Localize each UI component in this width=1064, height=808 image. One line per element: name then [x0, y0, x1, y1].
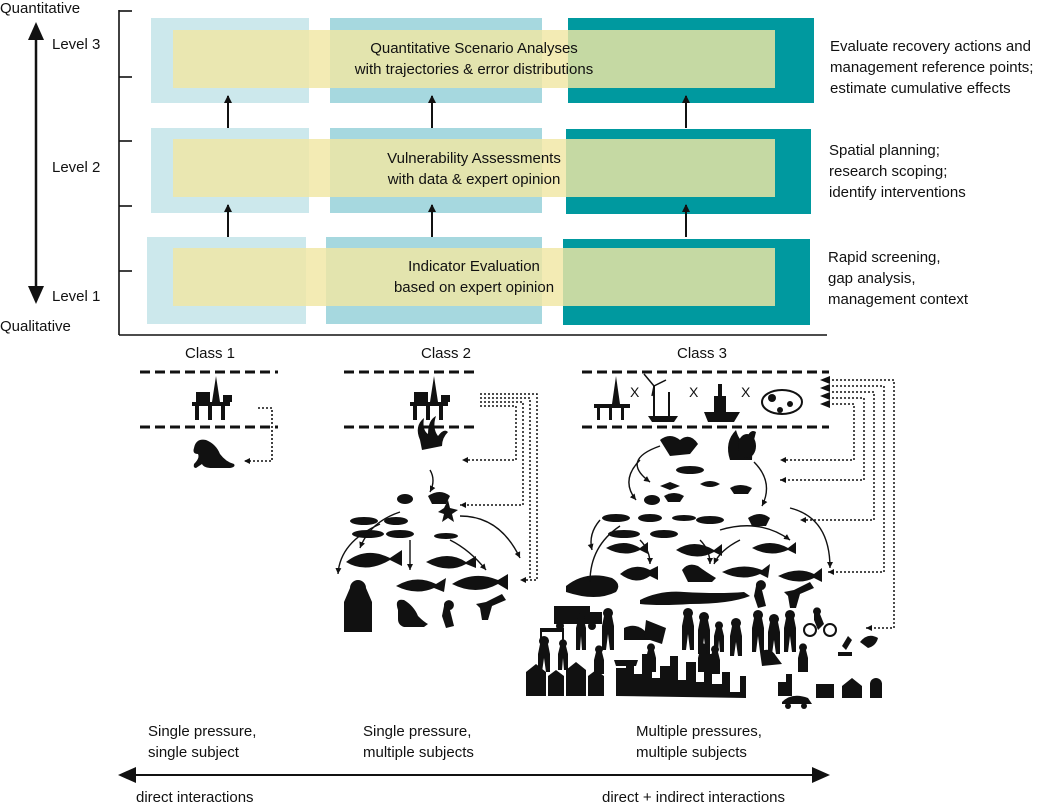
class2-pressure-arrows [460, 393, 538, 583]
interaction-axis-arrow [118, 767, 830, 783]
axis-top-label: Quantitative [0, 0, 81, 17]
level2-purpose-line: identify interventions [829, 184, 966, 201]
class3-description: Multiple pressures, multiple subjects [636, 721, 762, 763]
level-2-label: Level 2 [52, 159, 101, 176]
level1-title-line2: based on expert opinion [393, 279, 555, 296]
indirect-interactions-label: direct + indirect interactions [602, 789, 786, 806]
level3-purpose-line: estimate cumulative effects [830, 80, 1011, 97]
oil-platform-icon [192, 376, 232, 420]
pressure-separator-x: X [630, 384, 640, 400]
level3-purpose-line: Evaluate recovery actions and [830, 38, 1031, 55]
class3-pressure-arrows [780, 379, 895, 631]
class2-description-line2: multiple subjects [363, 744, 474, 761]
level3-title-line1: Quantitative Scenario Analyses [370, 40, 578, 57]
level3-purpose-line: management reference points; [830, 59, 1034, 76]
level1-purpose-line: gap analysis, [828, 270, 916, 287]
class3-header: Class 3 [676, 345, 728, 362]
class3-pressure-icons [594, 373, 803, 422]
class3-food-web-icons [566, 430, 822, 608]
class3-description-line1: Multiple pressures, [636, 723, 762, 740]
level2-title-line1: Vulnerability Assessments [387, 150, 561, 167]
class1-description: Single pressure, single subject [148, 721, 256, 763]
class1-description-line2: single subject [148, 744, 239, 761]
seal-icon [193, 439, 235, 468]
level1-purpose-line: Rapid screening, [828, 249, 941, 266]
class-dashed-lines [140, 370, 829, 429]
level3-title-line2: with trajectories & error distributions [354, 61, 594, 78]
level3-purpose: Evaluate recovery actions and management… [830, 36, 1033, 99]
pressure-separator-x: X [689, 384, 699, 400]
level3-title: Quantitative Scenario Analyses with traj… [173, 38, 775, 80]
class3-food-web-arrows [587, 445, 833, 583]
axis-bottom-label: Qualitative [0, 318, 71, 335]
level-frame [118, 10, 827, 336]
class3-pressure-arrowheads [820, 376, 830, 408]
class2-description-line1: Single pressure, [363, 723, 472, 740]
level2-purpose-line: research scoping; [829, 163, 948, 180]
direct-interactions-label: direct interactions [136, 789, 254, 806]
level1-purpose: Rapid screening, gap analysis, managemen… [828, 247, 968, 310]
class2-oil-platform-icon [410, 376, 450, 420]
class2-food-web-icon [344, 416, 508, 632]
level2-band [173, 139, 775, 197]
level-3-label: Level 3 [52, 36, 101, 53]
class1-interaction-arrow [244, 407, 273, 464]
level-up-arrows [224, 95, 690, 237]
class3-human-icons [526, 606, 882, 709]
level-1-label: Level 1 [52, 288, 101, 305]
level1-title-line1: Indicator Evaluation [408, 258, 540, 275]
pressure-separator-x: X [741, 384, 751, 400]
class1-header: Class 1 [184, 345, 236, 362]
level2-purpose: Spatial planning; research scoping; iden… [829, 140, 966, 203]
level2-title: Vulnerability Assessments with data & ex… [173, 148, 775, 190]
level2-title-line2: with data & expert opinion [387, 171, 561, 188]
level-axis-arrow [28, 22, 44, 304]
class2-header: Class 2 [420, 345, 472, 362]
class2-food-web-arrows [335, 469, 521, 575]
class3-description-line2: multiple subjects [636, 744, 747, 761]
class2-description: Single pressure, multiple subjects [363, 721, 474, 763]
level1-band [173, 248, 775, 306]
class1-description-line1: Single pressure, [148, 723, 257, 740]
level2-purpose-line: Spatial planning; [829, 142, 940, 159]
level1-title: Indicator Evaluation based on expert opi… [173, 256, 775, 298]
level1-purpose-line: management context [828, 291, 969, 308]
level3-band [173, 30, 775, 88]
